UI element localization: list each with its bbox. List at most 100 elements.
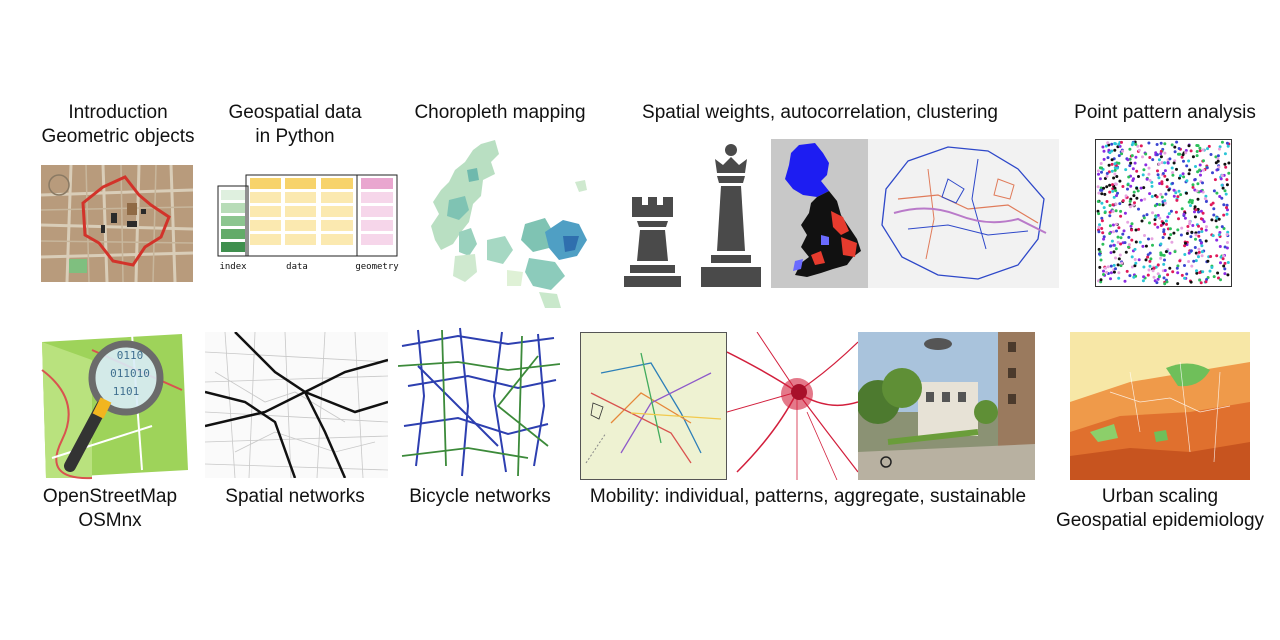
pattern-point	[1197, 230, 1201, 234]
pattern-point	[1216, 154, 1220, 158]
pattern-point	[1103, 177, 1107, 180]
pattern-point	[1173, 159, 1177, 163]
pattern-point	[1204, 228, 1208, 232]
pattern-point	[1145, 177, 1149, 181]
pattern-point	[1135, 196, 1139, 200]
pattern-point	[1107, 148, 1111, 152]
pattern-point	[1130, 228, 1134, 232]
pattern-point	[1159, 224, 1163, 227]
pattern-point	[1184, 151, 1188, 155]
pattern-point	[1100, 166, 1104, 170]
pattern-point	[1201, 148, 1205, 152]
pattern-point	[1186, 229, 1190, 233]
pattern-point	[1108, 204, 1112, 207]
pattern-point	[1146, 255, 1150, 259]
pattern-point	[1100, 188, 1104, 192]
pattern-point	[1199, 173, 1202, 177]
pattern-point	[1103, 211, 1107, 215]
pattern-point	[1141, 279, 1145, 283]
pattern-point	[1196, 144, 1200, 148]
pattern-point	[1194, 259, 1198, 263]
pattern-point	[1134, 142, 1138, 146]
pattern-point	[1155, 153, 1159, 157]
pattern-point	[1136, 144, 1140, 148]
pattern-point	[1158, 203, 1161, 207]
pattern-point	[1176, 264, 1180, 268]
pattern-point	[1130, 222, 1134, 226]
pattern-point	[1203, 197, 1207, 201]
pattern-point	[1159, 251, 1163, 255]
pattern-point	[1188, 220, 1192, 223]
pattern-point	[1196, 182, 1200, 186]
pattern-point	[1173, 250, 1177, 254]
pattern-point	[1117, 271, 1121, 275]
pattern-point	[1146, 253, 1150, 257]
pattern-point	[1204, 200, 1208, 203]
pattern-point	[1227, 171, 1231, 175]
pattern-point	[1159, 152, 1163, 156]
pattern-point	[1111, 183, 1114, 187]
pattern-point	[1116, 235, 1120, 239]
uk-cluster-map-icon	[771, 139, 868, 288]
magnifier-bits-2: 011010	[110, 367, 150, 380]
pattern-point	[1198, 238, 1202, 242]
pattern-point	[1164, 192, 1168, 196]
pattern-point	[1196, 170, 1200, 174]
pattern-point	[1114, 189, 1118, 193]
pattern-point	[1142, 265, 1146, 269]
pattern-point	[1115, 229, 1118, 233]
pattern-point	[1110, 158, 1114, 162]
pattern-point	[1098, 177, 1102, 181]
pattern-point	[1117, 226, 1121, 230]
pattern-point	[1100, 170, 1103, 174]
pattern-point	[1109, 277, 1112, 281]
pattern-point	[1219, 278, 1222, 282]
pattern-point	[1215, 191, 1219, 195]
pattern-point	[1171, 181, 1175, 185]
pattern-point	[1148, 221, 1151, 225]
pattern-point	[1224, 165, 1228, 169]
pattern-point	[1163, 169, 1167, 173]
pattern-point	[1197, 224, 1200, 228]
pattern-point	[1178, 259, 1182, 263]
pattern-point	[1121, 232, 1125, 236]
pattern-point	[1114, 267, 1117, 271]
pattern-point	[1168, 266, 1172, 270]
pattern-point	[1218, 195, 1222, 198]
pattern-point	[1211, 171, 1214, 175]
pattern-point	[1112, 176, 1116, 180]
pattern-point	[1157, 176, 1161, 180]
pattern-point	[1163, 282, 1167, 286]
pattern-point	[1224, 192, 1228, 196]
pattern-point	[1108, 183, 1112, 187]
pattern-point	[1096, 209, 1100, 213]
pattern-point	[1226, 261, 1230, 264]
pattern-point	[1101, 145, 1105, 149]
pattern-point	[1111, 189, 1115, 193]
pattern-point	[1161, 203, 1165, 207]
pattern-point	[1120, 140, 1123, 144]
pattern-point	[1190, 201, 1194, 205]
pattern-point	[1180, 273, 1184, 277]
pattern-point	[1099, 278, 1103, 282]
pattern-point	[1128, 274, 1132, 278]
point-pattern-icon	[1095, 139, 1232, 287]
pattern-point	[1220, 174, 1224, 178]
pattern-point	[1113, 162, 1117, 166]
pattern-point	[1165, 178, 1169, 182]
pattern-point	[1147, 268, 1151, 272]
pattern-point	[1130, 238, 1134, 242]
pattern-point	[1097, 225, 1101, 229]
pattern-point	[1163, 269, 1167, 272]
pattern-point	[1191, 183, 1195, 187]
pattern-point	[1220, 140, 1224, 144]
pattern-point	[1110, 169, 1114, 173]
pattern-point	[1108, 232, 1112, 235]
pattern-point	[1110, 162, 1114, 166]
pattern-point	[1113, 148, 1117, 152]
pattern-point	[1220, 196, 1224, 200]
pattern-point	[1166, 215, 1170, 219]
pattern-point	[1152, 275, 1156, 279]
